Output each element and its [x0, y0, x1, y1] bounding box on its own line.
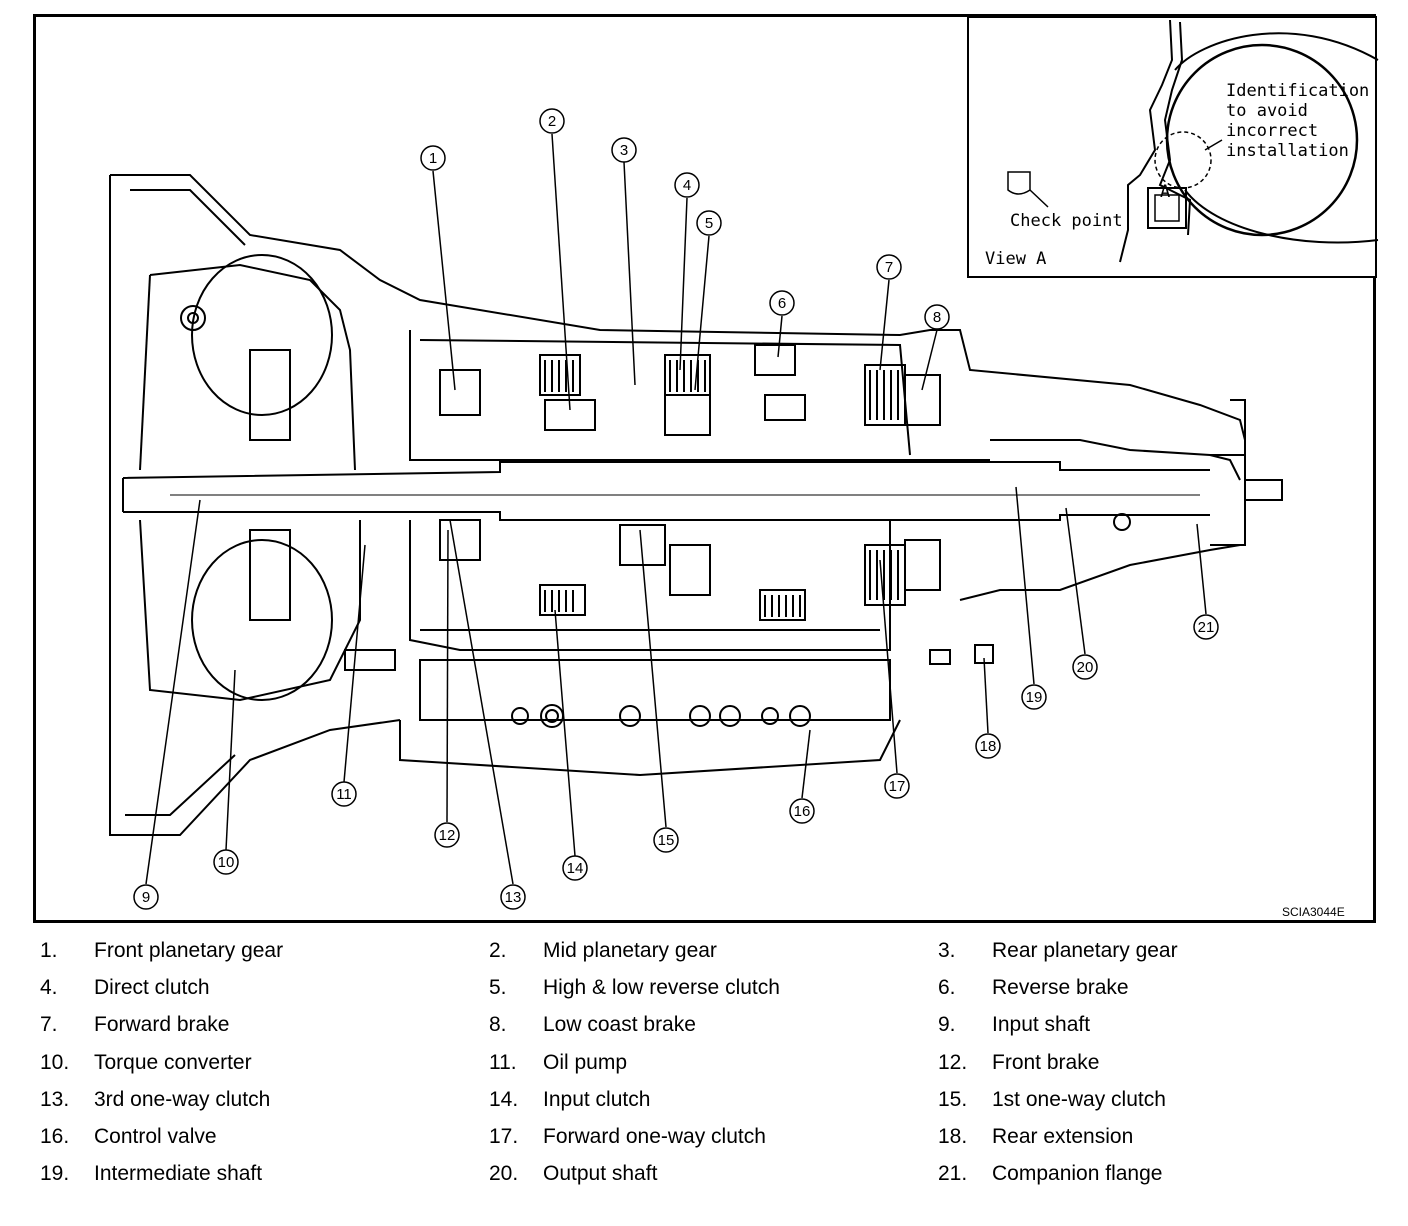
- callout-circle-13: [500, 884, 526, 910]
- callout-circle-21: [1193, 614, 1219, 640]
- callout-number-8: 8: [933, 309, 941, 326]
- callout-number-19: 19: [1026, 689, 1043, 706]
- view-a-label: View A: [985, 249, 1046, 269]
- callout-circle-9: [133, 884, 159, 910]
- inset-note-line-1: Identification: [1226, 81, 1369, 101]
- callout-circle-5: [696, 210, 722, 236]
- callout-number-20: 20: [1077, 659, 1094, 676]
- callout-number-15: 15: [658, 832, 675, 849]
- callout-circle-15: [653, 827, 679, 853]
- callout-circle-14: [562, 855, 588, 881]
- callouts: [145, 133, 1207, 885]
- callout-circle-17: [884, 773, 910, 799]
- figure-code: SCIA3044E: [1282, 905, 1345, 919]
- callout-number-13: 13: [505, 889, 522, 906]
- callout-number-21: 21: [1198, 619, 1215, 636]
- check-point-label: Check point: [1010, 211, 1123, 231]
- inset-note-line-4: installation: [1226, 141, 1349, 161]
- callout-number-11: 11: [336, 786, 352, 803]
- callout-circle-19: [1021, 684, 1047, 710]
- diagram-frame: [33, 14, 1376, 923]
- callout-number-16: 16: [794, 803, 811, 820]
- callout-number-12: 12: [439, 827, 456, 844]
- inset-note-line-2: to avoid: [1226, 101, 1308, 121]
- view-a-marker: A: [1160, 182, 1170, 202]
- inset-note-line-3: incorrect: [1226, 121, 1318, 141]
- main-shaft: [122, 461, 1210, 521]
- callout-circle-16: [789, 798, 815, 824]
- callout-circle-4: [674, 172, 700, 198]
- transmission-cross-section: A Identification to avoid incorrect inst…: [109, 16, 1379, 919]
- callout-circle-1: [420, 145, 446, 171]
- callout-number-9: 9: [142, 889, 150, 906]
- callout-circle-2: [539, 108, 565, 134]
- callout-circle-7: [876, 254, 902, 280]
- callout-number-1: 1: [429, 150, 437, 167]
- callout-number-2: 2: [548, 113, 556, 130]
- callout-circle-12: [434, 822, 460, 848]
- view-a-inset: A Identification to avoid incorrect inst…: [967, 16, 1379, 278]
- callout-circle-11: [331, 781, 357, 807]
- callout-number-6: 6: [778, 295, 786, 312]
- callout-circle-3: [611, 137, 637, 163]
- callout-circle-20: [1072, 654, 1098, 680]
- callout-number-4: 4: [683, 177, 691, 194]
- parts-legend: 1.Front planetary gear 2.Mid planetary g…: [40, 939, 1178, 1185]
- callout-number-3: 3: [620, 142, 628, 159]
- callout-number-10: 10: [218, 854, 235, 871]
- callout-number-18: 18: [980, 738, 997, 755]
- callout-circle-6: [769, 290, 795, 316]
- callout-number-14: 14: [567, 860, 584, 877]
- callout-circle-10: [213, 849, 239, 875]
- callout-number-17: 17: [889, 778, 906, 795]
- callout-number-7: 7: [885, 259, 893, 276]
- callout-number-5: 5: [705, 215, 713, 232]
- callout-circle-8: [924, 304, 950, 330]
- callout-circle-18: [975, 733, 1001, 759]
